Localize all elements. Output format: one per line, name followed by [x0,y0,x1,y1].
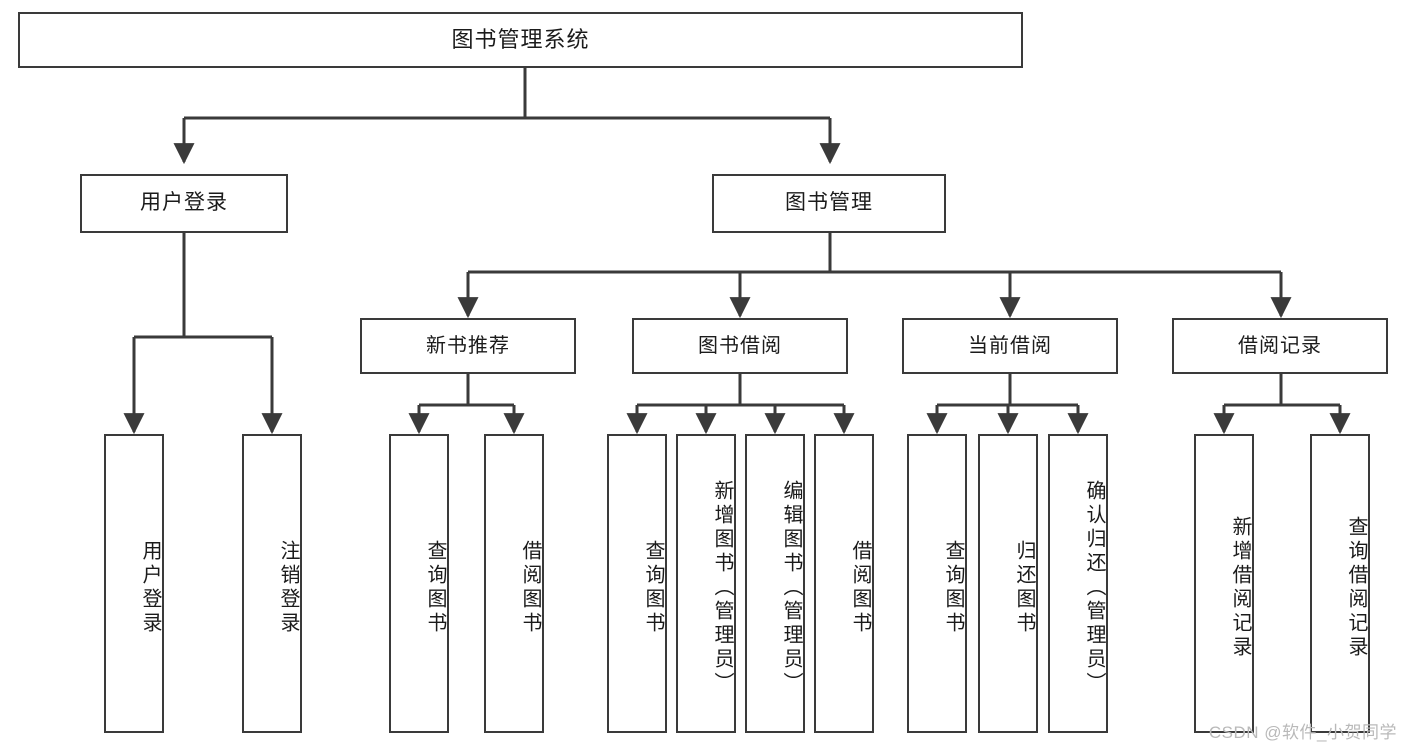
leaf-book-borrow-query[interactable]: 查询图书 [607,434,667,733]
node-label: 归还图书 [1013,539,1035,636]
leaf-borrow-record-query[interactable]: 查询借阅记录 [1310,434,1370,733]
leaf-user-login-signin[interactable]: 用户登录 [104,434,164,733]
node-root-system[interactable]: 图书管理系统 [18,12,1023,68]
node-label: 查询借阅记录 [1345,515,1367,660]
node-label: 图书管理 [785,191,873,215]
leaf-current-borrow-return[interactable]: 归还图书 [978,434,1038,733]
node-label: 当前借阅 [968,334,1052,357]
leaf-user-login-signout[interactable]: 注销登录 [242,434,302,733]
node-label: 编辑图书（管理员） [780,479,802,696]
node-current-borrow[interactable]: 当前借阅 [902,318,1118,374]
leaf-current-borrow-query[interactable]: 查询图书 [907,434,967,733]
node-book-management[interactable]: 图书管理 [712,174,946,233]
node-label: 新增图书（管理员） [711,479,733,696]
node-label: 查询图书 [424,539,446,636]
leaf-book-borrow-add[interactable]: 新增图书（管理员） [676,434,736,733]
node-label: 确认归还（管理员） [1083,479,1105,696]
node-book-borrow[interactable]: 图书借阅 [632,318,848,374]
node-label: 图书借阅 [698,334,782,357]
node-label: 查询图书 [642,539,664,636]
node-label: 借阅图书 [849,539,871,636]
watermark-text: CSDN @软件_小贺同学 [1208,723,1397,742]
leaf-new-book-query[interactable]: 查询图书 [389,434,449,733]
node-label: 新增借阅记录 [1229,515,1251,660]
node-label: 新书推荐 [426,334,510,357]
node-borrow-record[interactable]: 借阅记录 [1172,318,1388,374]
leaf-book-borrow-lend[interactable]: 借阅图书 [814,434,874,733]
node-label: 借阅记录 [1238,334,1322,357]
node-label: 查询图书 [942,539,964,636]
leaf-new-book-borrow[interactable]: 借阅图书 [484,434,544,733]
node-label: 注销登录 [277,539,299,636]
leaf-current-borrow-confirm-return[interactable]: 确认归还（管理员） [1048,434,1108,733]
leaf-book-borrow-edit[interactable]: 编辑图书（管理员） [745,434,805,733]
node-new-book-recommend[interactable]: 新书推荐 [360,318,576,374]
node-label: 图书管理系统 [451,27,590,53]
node-label: 用户登录 [139,539,161,636]
node-user-login[interactable]: 用户登录 [80,174,288,233]
leaf-borrow-record-add[interactable]: 新增借阅记录 [1194,434,1254,733]
node-label: 用户登录 [140,191,228,215]
node-label: 借阅图书 [519,539,541,636]
